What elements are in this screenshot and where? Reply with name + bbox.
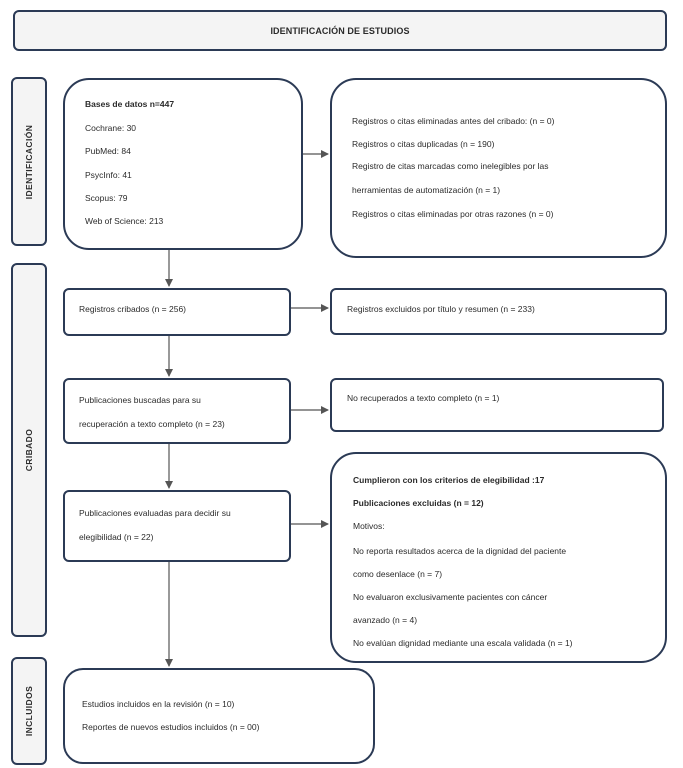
sought-line-1: Publicaciones buscadas para su xyxy=(79,395,201,405)
screened-text: Registros cribados (n = 256) xyxy=(79,304,187,314)
eligibility-reason-1a: No reporta resultados acerca de la digni… xyxy=(353,546,567,556)
header-title: IDENTIFICACIÓN DE ESTUDIOS xyxy=(270,25,410,36)
assessed-box: Publicaciones evaluadas para decidir su … xyxy=(63,490,291,562)
eligibility-reason-1b: como desenlace (n = 7) xyxy=(353,569,443,579)
phase-included: INCLUIDOS xyxy=(11,657,47,765)
included-line-2: Reportes de nuevos estudios incluidos (n… xyxy=(82,722,260,732)
phase-identification: IDENTIFICACIÓN xyxy=(11,77,47,246)
phase-screening: CRIBADO xyxy=(11,263,47,637)
eligibility-reasons-label: Motivos: xyxy=(353,521,385,531)
removed-records-box: Registros o citas eliminadas antes del c… xyxy=(330,78,667,258)
removed-line-4: herramientas de automatización (n = 1) xyxy=(352,185,501,195)
removed-line-2: Registros o citas duplicadas (n = 190) xyxy=(352,139,495,149)
database-wos: Web of Science: 213 xyxy=(85,216,164,226)
sought-line-2: recuperación a texto completo (n = 23) xyxy=(79,419,225,429)
removed-line-3: Registro de citas marcadas como inelegib… xyxy=(352,161,549,171)
database-scopus: Scopus: 79 xyxy=(85,193,128,203)
eligibility-reason-2a: No evaluaron exclusivamente pacientes co… xyxy=(353,592,548,602)
eligibility-box: Cumplieron con los criterios de elegibil… xyxy=(330,452,667,663)
removed-line-5: Registros o citas eliminadas por otras r… xyxy=(352,209,554,219)
database-pubmed: PubMed: 84 xyxy=(85,146,131,156)
eligibility-reason-2b: avanzado (n = 4) xyxy=(353,615,418,625)
databases-title: Bases de datos n=447 xyxy=(85,99,175,109)
database-cochrane: Cochrane: 30 xyxy=(85,123,137,133)
screened-box: Registros cribados (n = 256) xyxy=(63,288,291,336)
header-box: IDENTIFICACIÓN DE ESTUDIOS xyxy=(13,10,667,51)
included-line-1: Estudios incluidos en la revisión (n = 1… xyxy=(82,699,235,709)
included-box: Estudios incluidos en la revisión (n = 1… xyxy=(63,668,375,764)
eligibility-reason-3: No evalúan dignidad mediante una escala … xyxy=(353,638,573,648)
eligibility-excluded: Publicaciones excluidas (n = 12) xyxy=(353,498,484,508)
not-retrieved-text: No recuperados a texto completo (n = 1) xyxy=(347,393,500,403)
not-retrieved-box: No recuperados a texto completo (n = 1) xyxy=(330,378,664,432)
excluded-title-text: Registros excluidos por título y resumen… xyxy=(347,304,535,314)
assessed-line-2: elegibilidad (n = 22) xyxy=(79,532,154,542)
sought-box: Publicaciones buscadas para su recuperac… xyxy=(63,378,291,444)
eligibility-title: Cumplieron con los criterios de elegibil… xyxy=(353,475,545,485)
database-psycinfo: PsycInfo: 41 xyxy=(85,170,132,180)
assessed-line-1: Publicaciones evaluadas para decidir su xyxy=(79,508,231,518)
removed-line-1: Registros o citas eliminadas antes del c… xyxy=(352,116,555,126)
databases-box: Bases de datos n=447 Cochrane: 30 PubMed… xyxy=(63,78,303,250)
excluded-title-box: Registros excluidos por título y resumen… xyxy=(330,288,667,335)
